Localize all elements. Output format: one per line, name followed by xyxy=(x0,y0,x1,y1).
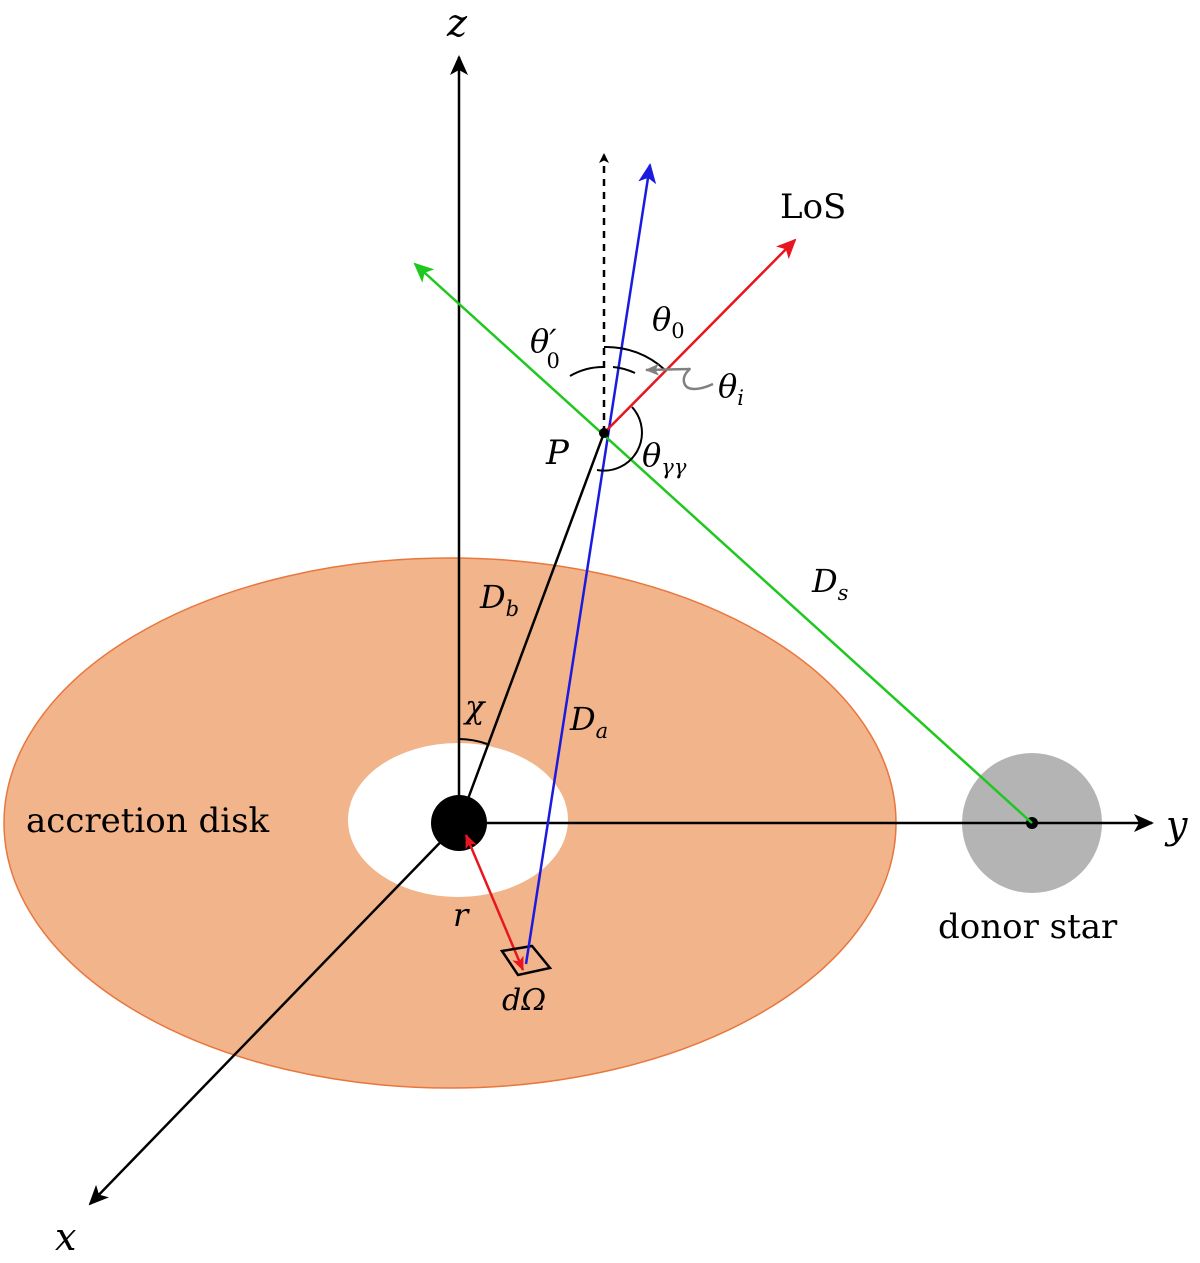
x-axis xyxy=(88,822,460,1206)
r-label: r xyxy=(453,896,470,934)
chi-label: χ xyxy=(463,688,486,726)
theta0-subscript: 0 xyxy=(671,319,684,343)
theta0-symbol: θ xyxy=(652,300,671,338)
db-label: Db xyxy=(479,578,519,621)
thetai-arc xyxy=(612,366,636,374)
da-label: Da xyxy=(569,700,608,743)
p-label: P xyxy=(545,433,570,473)
thetai-pointer xyxy=(645,363,714,391)
theta0-prime-subscript: 0 xyxy=(547,349,560,373)
ds-symbol: D xyxy=(811,562,838,600)
blue-photon-ray xyxy=(524,163,657,965)
ds-label: Ds xyxy=(811,562,849,605)
db-symbol: D xyxy=(479,578,506,616)
accretion-disk-label: accretion disk xyxy=(26,801,270,841)
chi-angle-arc xyxy=(458,738,488,745)
y-axis-label: y xyxy=(1164,803,1188,847)
da-symbol: D xyxy=(569,700,596,738)
r-arrow xyxy=(464,834,525,971)
theta0-prime-label: θ′0 xyxy=(530,322,560,373)
thetai-label: θi xyxy=(718,367,744,410)
los-label: LoS xyxy=(780,187,846,227)
da-subscript: a xyxy=(596,719,609,743)
theta0-arc xyxy=(603,345,666,371)
line-of-sight-ray xyxy=(603,238,797,434)
db-line xyxy=(457,432,606,824)
theta-gamma-gamma-subscript: γγ xyxy=(661,455,687,479)
d-omega-label: dΩ xyxy=(502,983,546,1018)
theta-gamma-gamma-label: θγγ xyxy=(642,436,687,479)
theta0-label: θ0 xyxy=(652,300,685,343)
theta0-prime-symbol: θ′ xyxy=(530,322,557,360)
x-axis-label: x xyxy=(55,1215,76,1259)
db-subscript: b xyxy=(506,597,519,621)
d-omega-element xyxy=(499,944,553,977)
z-axis-label: z xyxy=(446,1,468,45)
ds-subscript: s xyxy=(838,581,849,605)
point-p xyxy=(599,428,609,438)
theta-gamma-gamma-arc xyxy=(596,406,643,472)
green-photon-ray xyxy=(413,262,1033,824)
thetai-symbol: θ xyxy=(718,367,737,405)
donor-star-label: donor star xyxy=(938,907,1118,947)
thetai-subscript: i xyxy=(737,386,744,410)
theta0-prime-arc xyxy=(569,365,605,377)
theta-gamma-gamma-symbol: θ xyxy=(642,436,661,474)
